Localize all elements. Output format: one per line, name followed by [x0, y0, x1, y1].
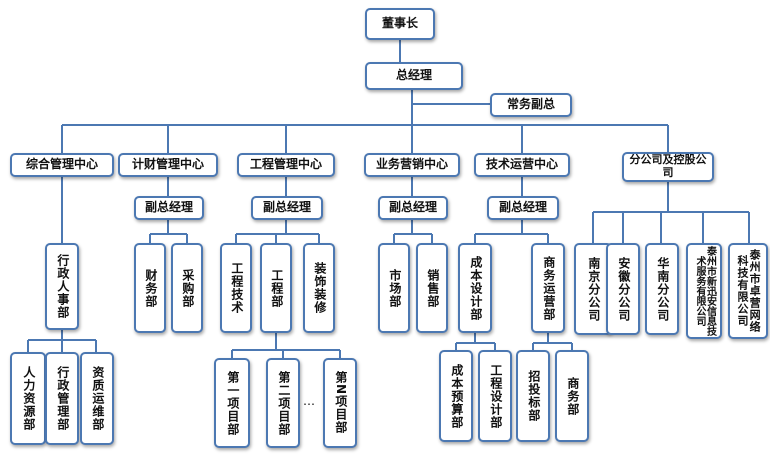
node-engineering-center: 工程管理中心: [237, 153, 335, 177]
node-deputy-gm-finance: 副总经理: [134, 196, 204, 220]
node-purchasing-dept: 采购部: [171, 243, 203, 333]
node-engineering-design-dept: 工程设计部: [478, 350, 512, 442]
node-zhuoying-company: 泰州市卓营网络科技有限公司: [728, 243, 768, 339]
node-market-dept: 市场部: [378, 243, 410, 333]
node-qualification-ops-dept: 资质运维部: [80, 352, 114, 445]
node-anhui-branch: 安徽分公司: [606, 243, 640, 335]
node-project-dept-1: 第一项目部: [214, 358, 250, 448]
node-deputy-gm-marketing: 副总经理: [378, 196, 448, 220]
node-engineering-dept: 工程部: [260, 243, 292, 333]
node-deputy-gm-tech: 副总经理: [487, 196, 559, 220]
node-finance-planning-center: 计财管理中心: [118, 153, 218, 177]
node-engineering-tech: 工程技术: [220, 243, 252, 333]
node-hr-admin-dept: 行政人事部: [45, 243, 79, 330]
node-sales-dept: 销售部: [416, 243, 448, 333]
node-marketing-center: 业务营销中心: [364, 153, 460, 177]
ellipsis: …: [303, 394, 315, 408]
node-branches-holdings: 分公司及控股公司: [622, 152, 714, 182]
node-general-manager: 总经理: [365, 62, 463, 90]
node-xintong-company: 泰州市新迅安信息技术服务有限公司: [686, 243, 722, 339]
node-cost-design-dept: 成本设计部: [458, 243, 492, 333]
node-admin-dept: 行政管理部: [45, 352, 79, 445]
node-commerce-dept: 商务部: [555, 350, 589, 442]
node-deputy-gm-engineering: 副总经理: [251, 196, 323, 220]
node-executive-vp: 常务副总: [490, 93, 572, 117]
node-decoration-dept: 装饰装修: [303, 243, 335, 333]
node-south-china-branch: 华南分公司: [645, 243, 679, 335]
node-project-dept-2: 第二项目部: [266, 358, 300, 448]
node-bidding-dept: 招投标部: [516, 350, 550, 442]
node-chairman: 董事长: [365, 8, 435, 40]
node-hr-dept: 人力资源部: [10, 352, 46, 445]
node-cost-budget-dept: 成本预算部: [439, 350, 473, 442]
node-tech-operations-center: 技术运营中心: [474, 153, 570, 177]
node-business-ops-dept: 商务运营部: [531, 243, 565, 333]
node-project-dept-n: 第N项目部: [323, 358, 357, 448]
node-general-management-center: 综合管理中心: [10, 153, 114, 177]
node-finance-dept: 财务部: [134, 243, 166, 333]
